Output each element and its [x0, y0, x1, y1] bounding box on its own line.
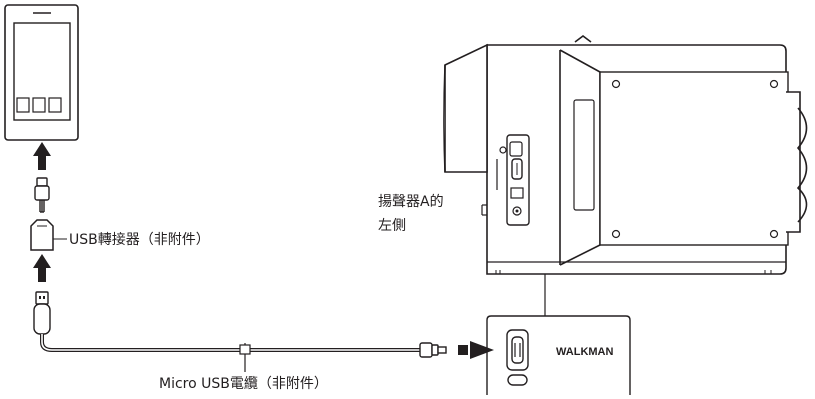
speaker-side-label-line2: 左側	[378, 218, 406, 234]
smartphone	[4, 4, 79, 141]
speaker-unit	[443, 35, 808, 275]
micro-usb-cable-label: Micro USB電纜（非附件）	[159, 375, 328, 392]
arrow-up-to-adapter-icon	[33, 254, 51, 282]
adapter-plug-cable	[34, 177, 50, 213]
speaker-side-label-line1: 揚聲器A的	[378, 193, 444, 210]
port-detail-panel	[486, 315, 631, 395]
usb-adapter-label: USB轉接器（非附件）	[69, 231, 210, 248]
port-label: WALKMAN	[556, 346, 613, 358]
arrow-up-to-phone-icon	[33, 142, 51, 170]
micro-usb-cable	[40, 334, 420, 352]
micro-usb-plug	[419, 342, 447, 358]
usb-a-plug	[33, 291, 51, 335]
arrow-right-to-port-icon	[458, 341, 494, 359]
usb-adapter	[30, 219, 54, 251]
